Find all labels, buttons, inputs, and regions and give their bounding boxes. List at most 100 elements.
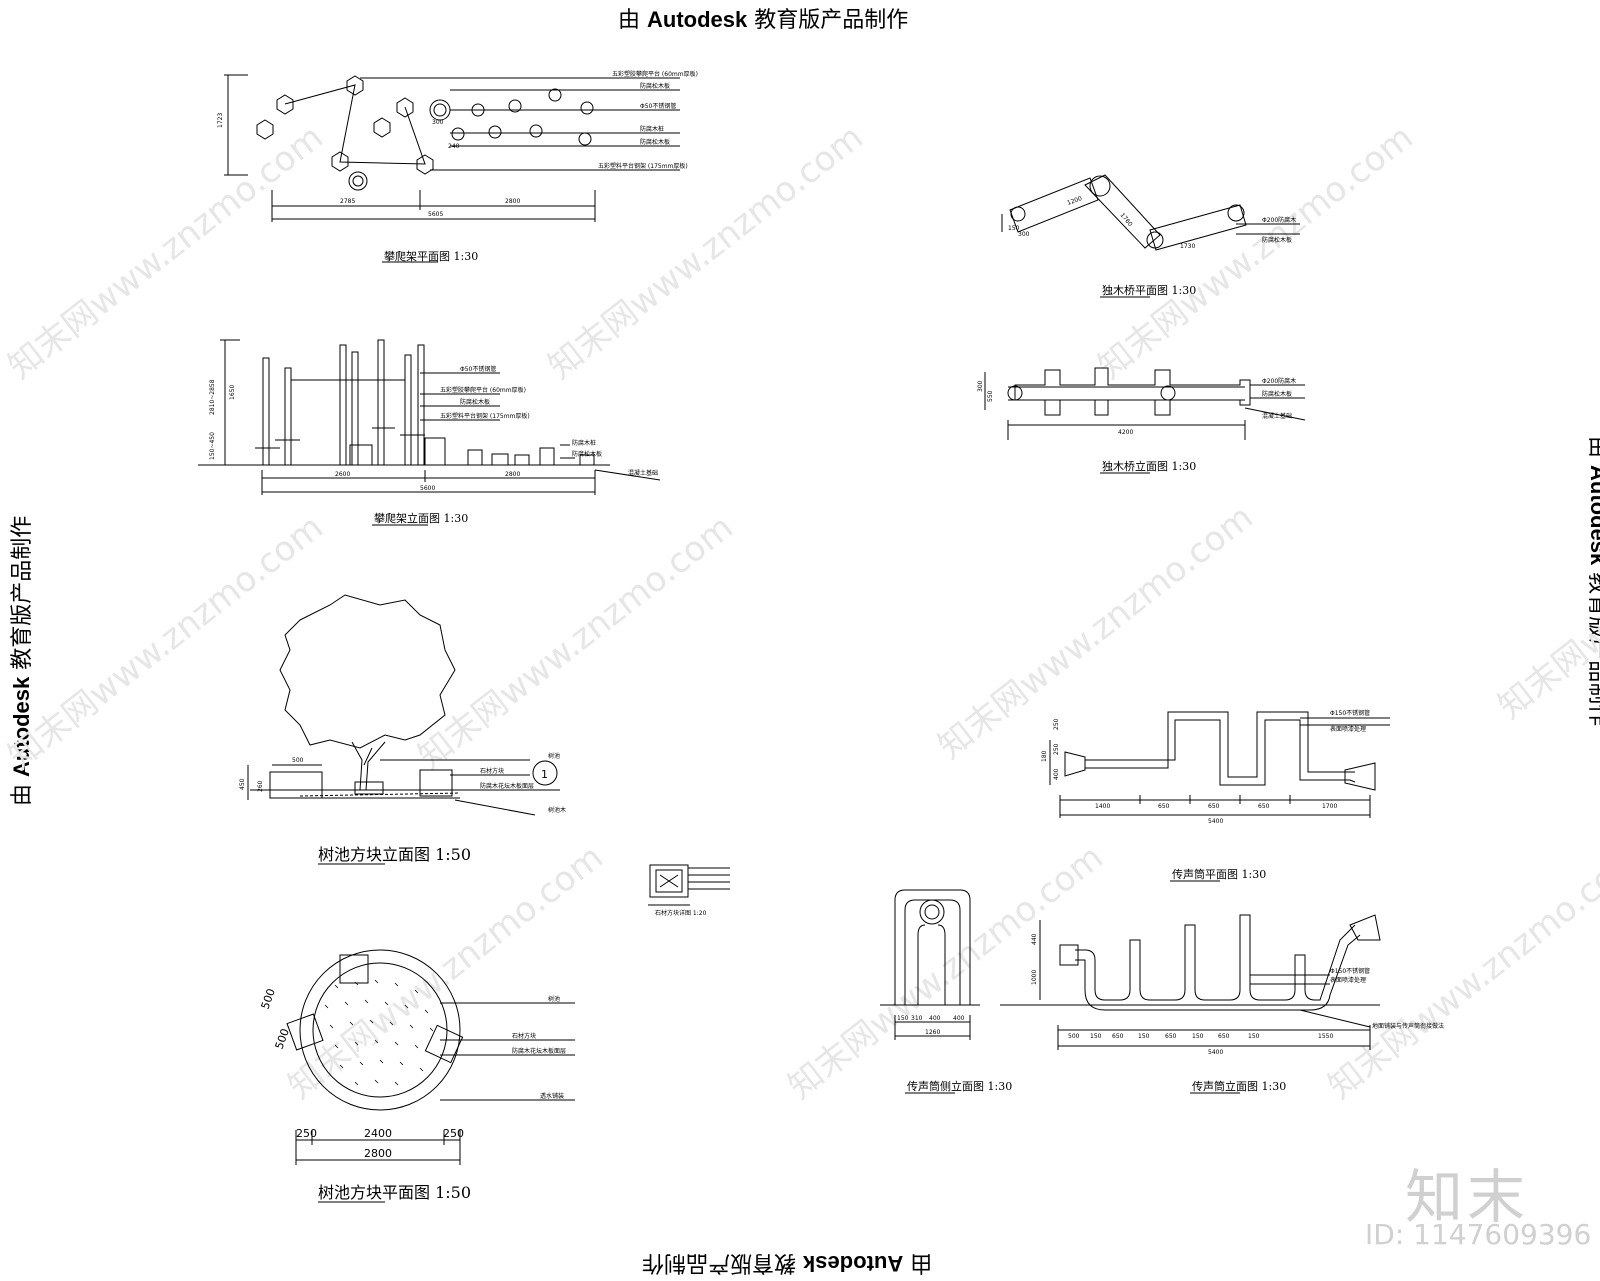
climb-elev-dims: 2600 5600 2800 1650 2810~2858 150~450 xyxy=(209,379,520,492)
dim-label: 4200 xyxy=(1118,429,1133,436)
dim-label: 5600 xyxy=(420,485,435,492)
watermark-text: 知末网www.znzmo.com xyxy=(541,117,871,387)
tree-elev-drawing xyxy=(247,594,560,816)
dim-label: 2400 xyxy=(364,1127,392,1140)
note-label: 防腐木花坛木板面层 xyxy=(480,782,534,790)
tree-plan-caption: 树池方块平面图 1:50 xyxy=(318,1183,471,1202)
dim-label: 150~450 xyxy=(209,432,216,460)
pipe-plan-caption: 传声筒平面图 1:30 xyxy=(1172,867,1266,881)
paving-pattern xyxy=(324,979,434,1086)
note-label: 防腐木桩 xyxy=(640,125,664,133)
dim-label: 2810~2858 xyxy=(209,379,216,415)
note-label: 树池 xyxy=(548,752,560,760)
dim-label: 180 xyxy=(1041,750,1048,762)
dim-label: 250 xyxy=(443,1127,464,1140)
stamp-prefix: 由 xyxy=(618,8,641,33)
dim-label: 250 xyxy=(1053,718,1060,730)
note-label: 防腐木桩 xyxy=(572,439,596,447)
pipe-plan-dims: 1400 650 650 650 1700 5400 250 250 400 1… xyxy=(1041,718,1337,825)
dim-label: 5400 xyxy=(1208,818,1223,825)
dim-label: 250 xyxy=(1053,743,1060,755)
dim-label: 1200 xyxy=(1066,195,1083,207)
dim-label: 400 xyxy=(1053,768,1060,780)
dim-label: 2785 xyxy=(340,198,355,205)
note-label: 防腐松木板 xyxy=(460,398,490,406)
dim-label: 1260 xyxy=(925,1029,940,1036)
note-label: 防腐松木板 xyxy=(1262,236,1292,244)
watermark-text: 知末网www.znzmo.com xyxy=(1,117,331,387)
note-label: Φ150不锈钢管 xyxy=(1330,967,1370,975)
pipe-side-drawing xyxy=(880,889,980,1040)
stamp-suffix: 教育版产品制作 xyxy=(754,8,909,33)
pipe-side-dims: 150 310 400 400 1260 xyxy=(897,1015,965,1036)
note-label: 防腐松木板 xyxy=(572,450,602,458)
detail-callout: 1 xyxy=(541,768,548,781)
dim-label: 1400 xyxy=(1095,803,1110,810)
dim-label: 2800 xyxy=(505,471,520,478)
note-label: 防腐松木板 xyxy=(1262,390,1292,398)
dim-label: 650 xyxy=(1218,1033,1230,1040)
note-label: 地面铺装与传声筒衔接做法 xyxy=(1372,1022,1444,1030)
dim-label: 5605 xyxy=(428,211,443,218)
dim-label: 1550 xyxy=(1318,1033,1333,1040)
dim-label: 440 xyxy=(1031,933,1038,945)
climb-elev-drawing xyxy=(198,339,661,495)
dim-label: 260 xyxy=(257,780,264,792)
watermark-text: 知末网www.znzmo.com xyxy=(931,497,1261,767)
dim-label: 500 xyxy=(273,1027,292,1051)
climb-plan-caption: 攀爬架平面图 1:30 xyxy=(384,250,478,263)
stamp-top: 由 Autodesk 教育版产品制作 xyxy=(618,2,908,34)
dim-label: 1730 xyxy=(1180,243,1195,250)
walk-elev-caption: 独木桥立面图 1:30 xyxy=(1102,459,1196,473)
climb-plan-notes: 五彩塑胶攀爬平台 (60mm厚板) 防腐松木板 Φ50不锈钢管 防腐木桩 防腐松… xyxy=(598,70,698,170)
watermark-id: ID: 1147609396 xyxy=(1365,1218,1592,1251)
caption-underlines xyxy=(318,261,1240,1203)
watermark-text: 知末网www.znzmo.com xyxy=(411,507,741,777)
watermark-text: 知末网www.znzmo.com xyxy=(281,837,611,1107)
note-label: 五彩塑料平台钢架 (175mm厚板) xyxy=(440,412,530,420)
dim-label: 150 xyxy=(1248,1033,1260,1040)
dim-label: 500 xyxy=(1068,1033,1080,1040)
note-label: 防腐木花坛木板面层 xyxy=(512,1047,566,1055)
dim-label: 2800 xyxy=(505,198,520,205)
tree-elev-caption: 树池方块立面图 1:50 xyxy=(318,845,471,864)
climb-elev-notes: Φ50不锈钢管 五彩塑胶攀爬平台 (60mm厚板) 防腐松木板 五彩塑料平台钢架… xyxy=(440,365,658,477)
dim-label: 300 xyxy=(1018,231,1030,238)
dim-label: 300 xyxy=(432,119,444,126)
note-label: 混凝土基础 xyxy=(628,469,658,477)
note-label: 五彩塑胶攀爬平台 (60mm厚板) xyxy=(440,386,526,394)
note-label: 透水铺装 xyxy=(540,1092,564,1100)
climb-plan-drawing xyxy=(224,74,680,222)
dim-label: 150 xyxy=(1192,1033,1204,1040)
walk-elev-dims: 4200 300 550 xyxy=(977,380,1133,436)
pipe-plan-drawing xyxy=(1049,711,1390,818)
pipe-elev-drawing xyxy=(1000,914,1381,1050)
dim-label: 250 xyxy=(296,1127,317,1140)
pipe-side-caption: 传声筒侧立面图 1:30 xyxy=(907,1079,1012,1093)
note-label: Φ200防腐木 xyxy=(1262,377,1296,385)
dim-label: 1650 xyxy=(229,385,236,400)
tree-elev-notes: 树池 石材方块 防腐木花坛木板面层 树池木 1 xyxy=(480,752,566,814)
dim-label: 150 xyxy=(1138,1033,1150,1040)
note-label: Φ150不锈钢管 xyxy=(1330,709,1370,717)
watermark-text: 知末网www.znzmo.com xyxy=(1,507,331,777)
dim-label: 1700 xyxy=(1322,803,1337,810)
dim-label: 310 xyxy=(911,1015,923,1022)
tree-elev-dims: 500 450 260 xyxy=(239,757,304,792)
dim-label: 5400 xyxy=(1208,1049,1223,1056)
climb-plan-dims: 1723 2785 5605 2800 300 240 xyxy=(217,113,520,218)
stamp-brand: Autodesk xyxy=(647,7,748,32)
walk-elev-drawing xyxy=(984,367,1306,440)
detail-caption: 石材方块详图 1:20 xyxy=(655,909,707,917)
pipe-elev-notes: Φ150不锈钢管 表面喷漆处理 地面铺装与传声筒衔接做法 xyxy=(1330,967,1444,1030)
dim-label: 2600 xyxy=(335,471,350,478)
dim-label: 2800 xyxy=(364,1147,392,1160)
tree-plan-drawing xyxy=(286,949,575,1165)
pipe-plan-notes: Φ150不锈钢管 表面喷漆处理 xyxy=(1330,709,1370,733)
walk-plan-drawing xyxy=(1001,174,1300,251)
dim-label: 150 xyxy=(1090,1033,1102,1040)
note-label: Φ200防腐木 xyxy=(1262,216,1296,224)
dim-label: 450 xyxy=(239,778,246,790)
watermark-text: 知末网www.znzmo.com xyxy=(1091,117,1421,387)
